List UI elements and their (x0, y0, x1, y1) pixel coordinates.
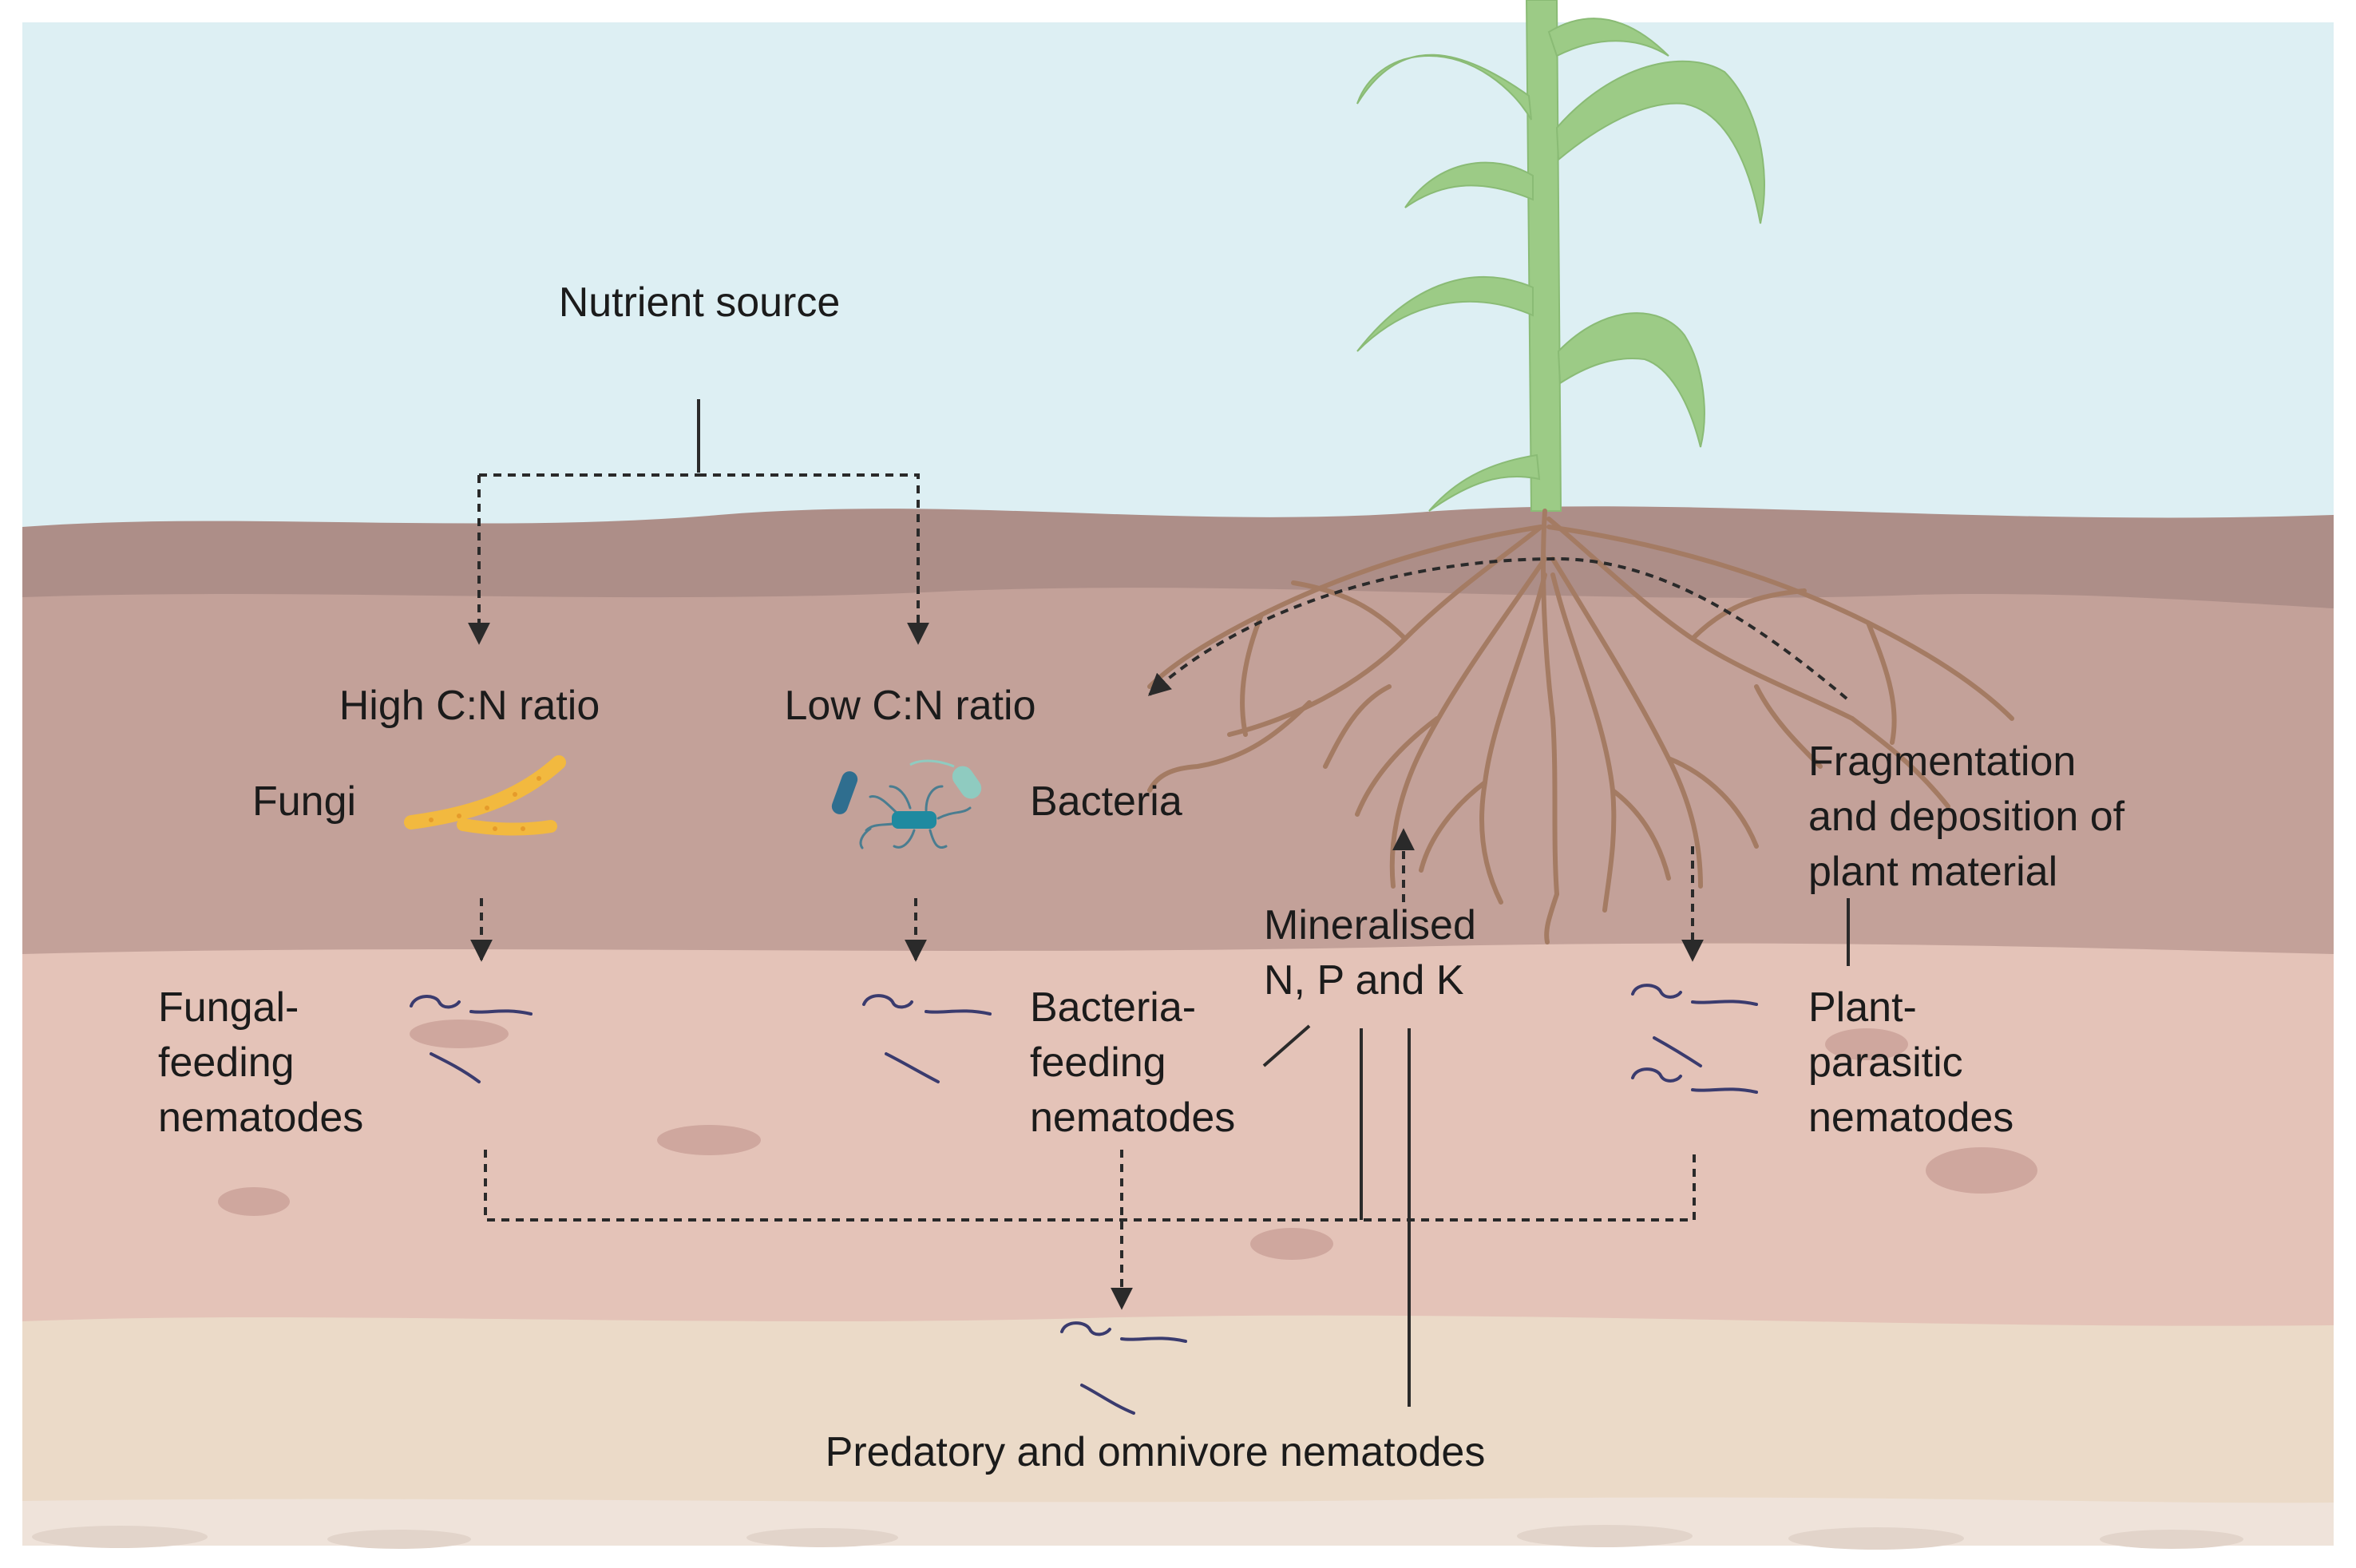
plant-to-soil-arc-arrow (1147, 556, 1848, 700)
plant-parasitic-line-2: parasitic (1808, 1039, 1963, 1086)
plant-leaf (1557, 312, 1705, 448)
predatory-nematodes-icon (1060, 1321, 1187, 1415)
fungal-feeding-line-2: feeding (158, 1039, 295, 1086)
plant-parasitic-line-1: Plant- (1808, 984, 1917, 1031)
plant-stem (1525, 0, 1562, 512)
plant-parasitic-nematodes-icon (1631, 984, 1758, 1094)
fungal-feeding-line-1: Fungal- (158, 984, 299, 1031)
predatory-omnivore-nematodes-label: Predatory and omnivore nematodes (825, 1429, 1486, 1475)
nutrient-source-label: Nutrient source (558, 279, 841, 326)
maize-plant (1356, 0, 1765, 512)
plant-leaf (1404, 161, 1534, 208)
fungal-feeding-nematodes-label: Fungal- feeding nematodes (158, 980, 363, 1146)
bacteria-feeding-line-1: Bacteria- (1030, 984, 1197, 1031)
fungal-feeding-line-3: nematodes (158, 1095, 364, 1141)
plant-parasitic-nematodes-label: Plant- parasitic nematodes (1808, 980, 2013, 1146)
plant-leaf (1356, 276, 1534, 352)
bacteria-icon (831, 759, 982, 849)
nutrient-split-arrow-left (479, 473, 699, 643)
soil-bottom-layer (22, 1497, 2334, 1546)
mineralised-line-2: N, P and K (1264, 957, 1464, 1004)
plant-parasitic-line-3: nematodes (1808, 1095, 2014, 1141)
plant-leaf (1428, 453, 1541, 512)
soil-pebbles (218, 1020, 2037, 1260)
soil-sand-layer (22, 1315, 2334, 1546)
bacteria-feeding-nematodes-label: Bacteria- feeding nematodes (1030, 980, 1235, 1146)
plant-leaf (1356, 53, 1532, 121)
fragmentation-line-1: Fragmentation (1808, 738, 2077, 785)
fragmentation-line-2: and deposition of (1808, 794, 2125, 840)
bacteria-feeding-line-3: nematodes (1030, 1095, 1236, 1141)
mineralised-line-1: Mineralised (1264, 902, 1476, 948)
plant-leaf (1547, 18, 1669, 57)
mineralised-link-line-1 (1262, 1024, 1311, 1067)
bottom-collector (484, 1148, 1696, 1222)
fungi-icon (404, 755, 566, 836)
background-layers (22, 22, 2334, 1550)
nutrient-split-arrow-right (699, 473, 929, 645)
bacteria-feeding-nematodes-icon (862, 994, 992, 1083)
bacteria-feeding-line-2: feeding (1030, 1039, 1166, 1086)
connectors (479, 399, 1850, 1407)
nematode-icons (410, 984, 1758, 1415)
mineralised-npk-label: Mineralised N, P and K (1264, 898, 1476, 1008)
plant-leaf (1555, 60, 1765, 224)
high-cn-ratio-label: High C:N ratio (339, 683, 600, 729)
fragmentation-line-3: plant material (1808, 849, 2058, 895)
fungi-label: Fungi (252, 778, 357, 825)
bacteria-label: Bacteria (1030, 778, 1182, 825)
low-cn-ratio-label: Low C:N ratio (784, 683, 1036, 729)
bottom-stones (32, 1525, 2243, 1550)
fungal-feeding-nematodes-icon (410, 995, 533, 1083)
fragmentation-label: Fragmentation and deposition of plant ma… (1808, 735, 2124, 900)
